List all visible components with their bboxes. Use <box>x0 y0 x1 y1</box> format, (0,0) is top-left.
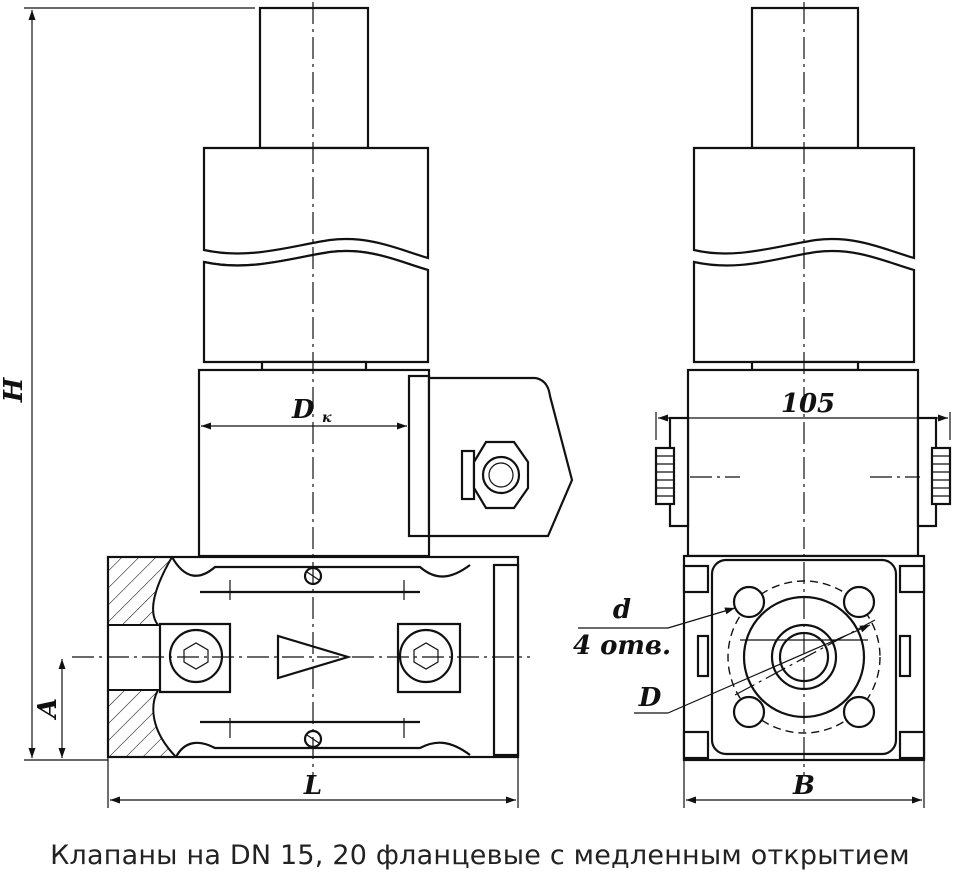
cable-gland <box>460 440 530 510</box>
figure-caption: Клапаны на DN 15, 20 фланцевые с медленн… <box>50 840 910 871</box>
dim-a-label: A <box>33 698 63 721</box>
coil-cap <box>258 6 370 150</box>
actuator-body <box>197 368 431 558</box>
side-coil-cap <box>750 6 860 150</box>
bolt-hole-3 <box>732 695 766 729</box>
dim-dk-label: D <box>291 395 315 425</box>
junction-box-flange <box>407 374 431 538</box>
dim-h-label: H <box>0 376 29 403</box>
bolt-hole-4 <box>842 695 876 729</box>
dim-b-label: B <box>792 771 815 801</box>
front-dimensions <box>24 7 519 808</box>
coil-upper <box>202 146 430 260</box>
port-boss-right <box>396 622 462 694</box>
coil-lower <box>202 249 430 364</box>
side-gland-right <box>916 416 952 528</box>
side-actuator-body <box>686 368 920 558</box>
side-view <box>654 2 952 775</box>
bolt-hole-2 <box>842 585 876 619</box>
dim-holes-label: 4 отв. <box>573 631 671 661</box>
side-gland-left <box>654 416 690 528</box>
side-dimensions <box>578 412 951 808</box>
dim-bolt-circle-label: D <box>638 683 662 713</box>
port-boss-left <box>158 622 232 694</box>
dim-d-label: d <box>613 595 631 625</box>
dim-dk-sub: к <box>322 410 332 426</box>
bolt-hole-1 <box>732 585 766 619</box>
section-hatch <box>107 556 174 626</box>
front-view <box>72 2 574 775</box>
dim-105-label: 105 <box>781 389 835 419</box>
dim-l-label: L <box>303 771 322 801</box>
valve-drawing: H A L D к 105 d 4 отв. D B <box>0 2 952 808</box>
